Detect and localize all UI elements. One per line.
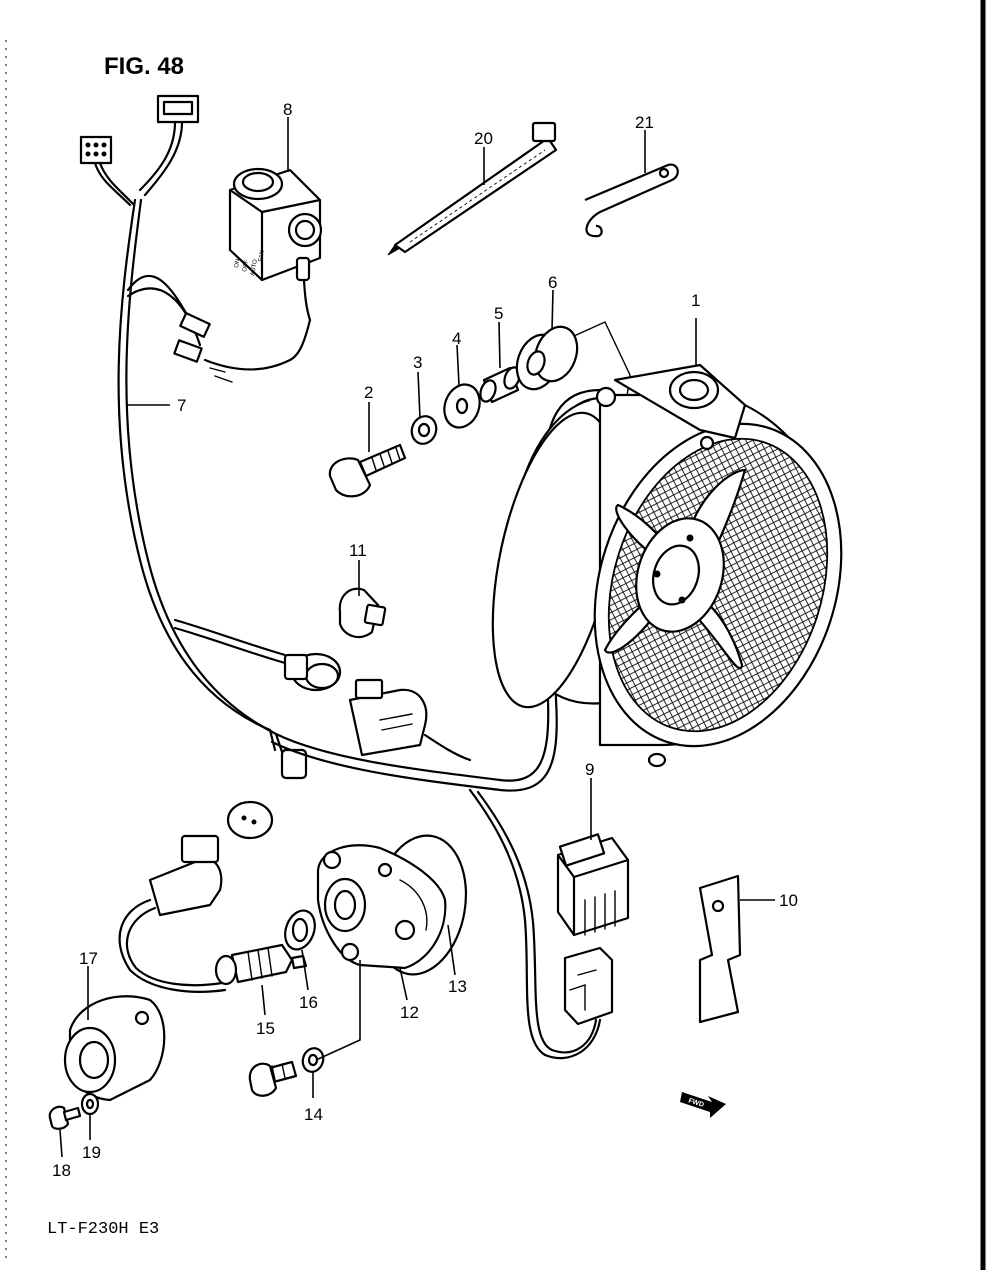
switch-label-auto: AUTO bbox=[250, 259, 259, 277]
switch-label-fan: FAN bbox=[258, 250, 266, 263]
forward-label: FWD bbox=[687, 1097, 704, 1109]
callout-14: 14 bbox=[304, 1105, 323, 1124]
callout-11: 11 bbox=[349, 541, 367, 560]
switch-connector bbox=[118, 800, 274, 993]
callout-21: 21 bbox=[635, 113, 654, 132]
model-label: LT-F230H E3 bbox=[47, 1220, 159, 1239]
forward-arrow-icon: FWD bbox=[680, 1092, 726, 1118]
callout-13: 13 bbox=[448, 977, 467, 996]
callout-8: 8 bbox=[283, 100, 292, 119]
callout-numbers: 1 2 3 4 5 6 7 8 9 10 11 12 13 14 15 16 1… bbox=[52, 100, 798, 1180]
callout-6: 6 bbox=[548, 273, 557, 292]
callout-17: 17 bbox=[79, 949, 98, 968]
callout-4: 4 bbox=[452, 329, 461, 348]
fan-relay bbox=[556, 833, 630, 1026]
callout-3: 3 bbox=[413, 353, 422, 372]
callout-18: 18 bbox=[52, 1161, 71, 1180]
fan-thermo-switch bbox=[63, 995, 166, 1102]
thermostat-housing bbox=[316, 834, 468, 976]
callout-19: 19 bbox=[82, 1143, 101, 1162]
fan-connector bbox=[283, 652, 472, 762]
callout-7: 7 bbox=[177, 396, 186, 415]
wiring-harness bbox=[79, 94, 602, 1060]
callout-10: 10 bbox=[779, 891, 798, 910]
washer-large bbox=[443, 383, 481, 429]
housing-screw bbox=[248, 1047, 325, 1097]
switch-washer bbox=[80, 1092, 100, 1116]
switch-screw bbox=[48, 1105, 82, 1130]
callout-5: 5 bbox=[494, 304, 503, 323]
callout-12: 12 bbox=[400, 1003, 419, 1022]
collar bbox=[479, 366, 521, 404]
cushion bbox=[515, 325, 579, 391]
bolt bbox=[328, 443, 407, 498]
callout-9: 9 bbox=[585, 760, 594, 779]
wire-clip bbox=[338, 587, 387, 639]
switch-label-off: OFF bbox=[242, 259, 250, 272]
callout-leaders bbox=[59, 117, 775, 1158]
relay-bracket bbox=[698, 874, 742, 1024]
fan-switch: ON OFF AUTO FAN bbox=[228, 167, 323, 322]
callout-2: 2 bbox=[364, 383, 373, 402]
harness-connector-small bbox=[79, 135, 113, 165]
gasket bbox=[284, 909, 316, 951]
washer-small bbox=[410, 415, 438, 445]
cable-tie bbox=[387, 121, 558, 256]
callout-20: 20 bbox=[474, 129, 493, 148]
cooling-fan bbox=[491, 363, 843, 768]
switch-label-on: ON bbox=[234, 258, 241, 268]
temperature-sensor bbox=[214, 943, 308, 986]
wire-clamp bbox=[584, 163, 679, 238]
callout-16: 16 bbox=[299, 993, 318, 1012]
callout-15: 15 bbox=[256, 1019, 275, 1038]
callout-1: 1 bbox=[691, 291, 700, 310]
figure-title: FIG. 48 bbox=[104, 53, 184, 80]
